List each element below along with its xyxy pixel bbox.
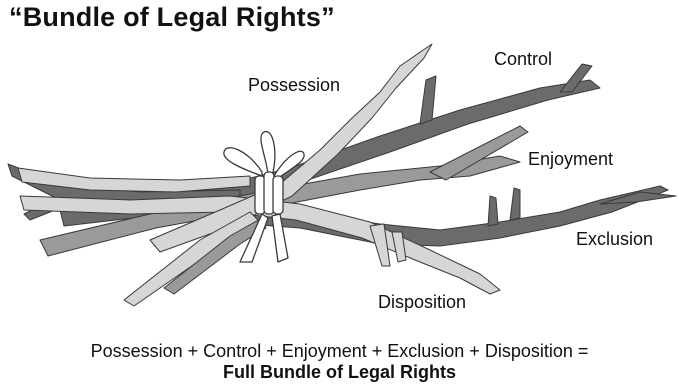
exclusion-twig xyxy=(488,196,498,226)
equation-result: Full Bundle of Legal Rights xyxy=(0,362,679,383)
stick-label-possession: Possession xyxy=(248,75,340,96)
exclusion-twig xyxy=(510,188,520,220)
stick-label-control: Control xyxy=(494,49,552,70)
stick-label-disposition: Disposition xyxy=(378,292,466,313)
rights-equation: Possession + Control + Enjoyment + Exclu… xyxy=(0,341,679,362)
control-twig xyxy=(420,76,436,124)
stick-label-enjoyment: Enjoyment xyxy=(528,149,613,170)
stick-label-exclusion: Exclusion xyxy=(576,229,653,250)
